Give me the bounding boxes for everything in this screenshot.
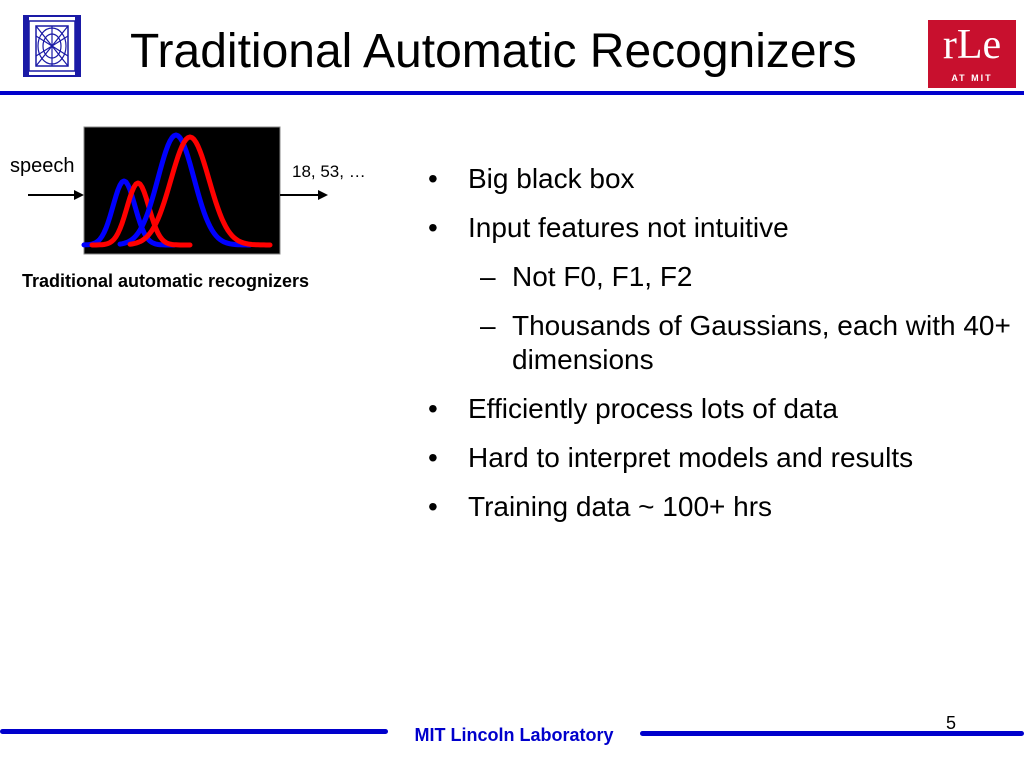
diagram-caption: Traditional automatic recognizers [22, 271, 310, 291]
bullet-marker: • [428, 163, 438, 194]
bullet-text: Efficiently process lots of data [468, 393, 838, 424]
bullet-text: Hard to interpret models and results [468, 442, 914, 473]
bullet-marker: – [480, 310, 496, 341]
bullet-text: Training data ~ 100+ hrs [468, 491, 773, 522]
black-box-diagram [28, 126, 328, 255]
bullet-item: • Hard to interpret models and results [424, 441, 1020, 475]
bullet-marker: – [480, 261, 496, 292]
bullet-text: Input features not intuitive [468, 212, 789, 243]
footer-lab-name: MIT Lincoln Laboratory [414, 725, 614, 745]
bullet-text: Thousands of Gaussians, each with 40+ di… [512, 310, 1011, 375]
rle-logo-word: rLe [942, 22, 1002, 68]
footer-rule-right [640, 731, 1024, 736]
bullet-text: Not F0, F1, F2 [512, 261, 693, 292]
output-arrow [280, 190, 328, 200]
rle-logo-subtitle: AT MIT [951, 73, 993, 83]
sub-bullet-item: –Thousands of Gaussians, each with 40+ d… [424, 309, 1020, 377]
bullet-marker: • [428, 212, 438, 243]
bullet-list: • Big black box • Input features not intuit… [424, 162, 1020, 539]
input-arrow [28, 190, 84, 200]
bullet-marker: • [428, 442, 438, 473]
sub-bullet-item: –Not F0, F1, F2 [424, 260, 1020, 294]
gaussian-curve-blue-small [81, 178, 177, 248]
page-number: 5 [946, 713, 957, 733]
bullet-item: • Big black box [424, 162, 1020, 196]
institution-logo-icon [22, 14, 82, 78]
header-divider [0, 91, 1024, 95]
slide-title: Traditional Automatic Recognizers [130, 25, 857, 78]
diagram-input-label: speech [10, 155, 75, 177]
diagram-output-label: 18, 53, … [292, 162, 366, 181]
gaussian-curve-blue-large [117, 132, 253, 248]
rle-logo: rLe AT MIT [928, 20, 1016, 88]
footer-rule-left [0, 729, 388, 734]
bullet-marker: • [428, 491, 438, 522]
bullet-item: • Training data ~ 100+ hrs [424, 490, 1020, 524]
bullet-text: Big black box [468, 163, 635, 194]
bullet-marker: • [428, 393, 438, 424]
bullet-item: • Input features not intuitive [424, 211, 1020, 245]
gaussian-curve-red-small [89, 180, 193, 248]
gaussian-curve-red-large [127, 134, 273, 248]
bullet-item: • Efficiently process lots of data [424, 392, 1020, 426]
